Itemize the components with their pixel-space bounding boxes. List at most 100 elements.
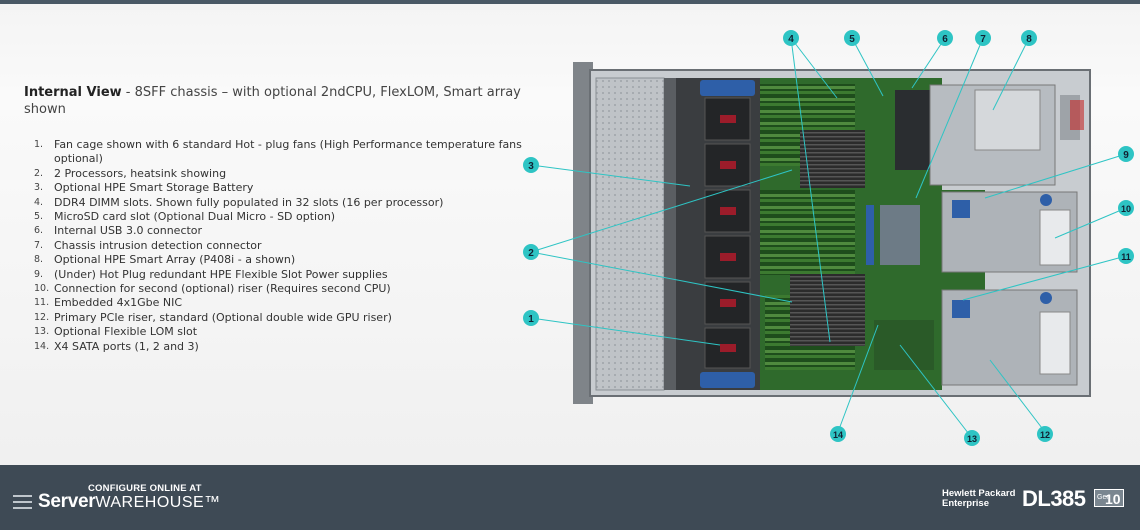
model-name: DL385 (1022, 486, 1086, 511)
list-item: 7. Chassis intrusion detection connector (24, 239, 534, 253)
item-number: 9. (34, 268, 44, 280)
top-bar (0, 0, 1140, 4)
list-item: 11. Embedded 4x1Gbe NIC (24, 296, 534, 310)
callout-label: 11 (1121, 252, 1131, 262)
item-text: MicroSD card slot (Optional Dual Micro -… (54, 210, 336, 224)
callout-label: 5 (849, 34, 855, 45)
callout-label: 2 (528, 248, 534, 259)
item-number: 2. (34, 167, 44, 179)
callout-9: 9 (1118, 146, 1134, 162)
callouts: 4 5 6 7 8 9 10 11 12 13 14 3 2 1 (523, 30, 1134, 446)
gen-badge: Gen 10 (1094, 489, 1124, 507)
serverwarehouse-logo[interactable]: ServerWAREHOUSE™ (38, 491, 221, 513)
item-number: 5. (34, 211, 44, 223)
list-item: 9. (Under) Hot Plug redundant HPE Flexibl… (24, 268, 534, 282)
heading-rest: - 8SFF chassis – with optional 2ndCPU, F… (24, 85, 521, 117)
list-item: 4. DDR4 DIMM slots. Shown fully populated… (24, 196, 534, 210)
callout-5: 5 (844, 30, 860, 46)
callout-6: 6 (937, 30, 953, 46)
item-number: 12. (34, 311, 50, 323)
item-text: Chassis intrusion detection connector (54, 238, 262, 252)
list-item: 5. MicroSD card slot (Optional Dual Micro… (24, 210, 534, 224)
callout-12: 12 (1037, 426, 1053, 442)
server-diagram: 4 5 6 7 8 9 10 11 12 13 14 3 2 1 (523, 30, 1134, 446)
callout-7: 7 (975, 30, 991, 46)
callout-label: 9 (1123, 150, 1129, 161)
item-number: 3. (34, 182, 44, 194)
callout-label: 10 (1121, 204, 1131, 214)
list-item: 14. X4 SATA ports (1, 2 and 3) (24, 340, 534, 354)
smart-array-bracket (895, 90, 930, 170)
feature-list: 1. Fan cage shown with 6 standard Hot - p… (24, 138, 534, 354)
vendor-line1: Hewlett Packard (942, 488, 1016, 499)
item-text: X4 SATA ports (1, 2 and 3) (54, 339, 199, 353)
callout-label: 13 (967, 434, 977, 444)
item-text: 2 Processors, heatsink showing (54, 166, 227, 180)
fan-cage-tab-bottom (700, 372, 755, 388)
page-heading: Internal View - 8SFF chassis – with opti… (24, 84, 524, 118)
menu-icon[interactable] (13, 495, 32, 509)
item-text: Optional Flexible LOM slot (54, 325, 198, 339)
item-number: 6. (34, 225, 44, 237)
footer (0, 465, 1140, 530)
item-number: 1. (34, 139, 44, 150)
item-text: Optional HPE Smart Array (P408i - a show… (54, 253, 296, 267)
item-number: 4. (34, 196, 44, 208)
list-item: 2. 2 Processors, heatsink showing (24, 167, 534, 181)
callout-13: 13 (964, 430, 980, 446)
leader-lines (530, 37, 1127, 439)
item-text: Internal USB 3.0 connector (54, 224, 203, 238)
item-number: 13. (34, 326, 50, 338)
fans (704, 97, 751, 369)
item-text: Primary PCIe riser, standard (Optional d… (54, 310, 392, 324)
item-text: (Under) Hot Plug redundant HPE Flexible … (54, 267, 388, 281)
motherboard (760, 78, 985, 390)
list-item: 1. Fan cage shown with 6 standard Hot - p… (24, 138, 534, 167)
callout-4: 4 (783, 30, 799, 46)
list-item: 3.Optional HPE Smart Storage Battery (24, 181, 534, 195)
brand-bold: Server (38, 491, 96, 512)
heading-bold: Internal View (24, 85, 122, 100)
callout-label: 1 (528, 314, 534, 325)
callout-3: 3 (523, 157, 539, 173)
callout-8: 8 (1021, 30, 1037, 46)
item-number: 7. (34, 239, 44, 251)
list-item: 8. Optional HPE Smart Array (P408i - a sh… (24, 253, 534, 267)
configure-online-label: CONFIGURE ONLINE AT (88, 483, 202, 494)
callout-10: 10 (1118, 200, 1134, 216)
callout-label: 12 (1040, 430, 1050, 440)
list-item: 13. Optional Flexible LOM slot (24, 325, 534, 339)
callout-14: 14 (830, 426, 846, 442)
item-text: Embedded 4x1Gbe NIC (54, 296, 183, 310)
callout-label: 7 (980, 34, 986, 45)
item-number: 14. (34, 340, 50, 352)
list-item: 6. Internal USB 3.0 connector (24, 224, 534, 238)
fan-cage-tab-top (700, 80, 755, 96)
callout-label: 3 (528, 161, 534, 172)
callout-label: 6 (942, 34, 948, 45)
callout-1: 1 (523, 310, 539, 326)
item-text: Fan cage shown with 6 standard Hot - plu… (54, 138, 522, 166)
gen-label: Gen (1097, 494, 1111, 501)
callout-11: 11 (1118, 248, 1134, 264)
callout-label: 4 (788, 34, 794, 45)
item-text: DDR4 DIMM slots. Shown fully populated i… (54, 195, 444, 209)
power-supplies (929, 84, 1084, 186)
list-item: 12. Primary PCIe riser, standard (Optiona… (24, 311, 534, 325)
dimm-bank (760, 190, 855, 275)
brand-thin: WAREHOUSE™ (95, 494, 221, 511)
list-item: 10.Connection for second (optional) rise… (24, 282, 534, 296)
vendor-line2: Enterprise (942, 498, 989, 509)
gen-version: 10 (1105, 491, 1121, 507)
item-number: 11. (34, 297, 50, 309)
chipset (880, 205, 920, 265)
heatsink (800, 130, 865, 188)
heatsink (790, 274, 865, 346)
item-number: 8. (34, 254, 44, 266)
callout-label: 8 (1026, 34, 1032, 45)
fan-cage (676, 78, 760, 390)
callout-label: 14 (833, 430, 843, 440)
callout-2: 2 (523, 244, 539, 260)
item-text: Connection for second (optional) riser (… (54, 282, 391, 296)
